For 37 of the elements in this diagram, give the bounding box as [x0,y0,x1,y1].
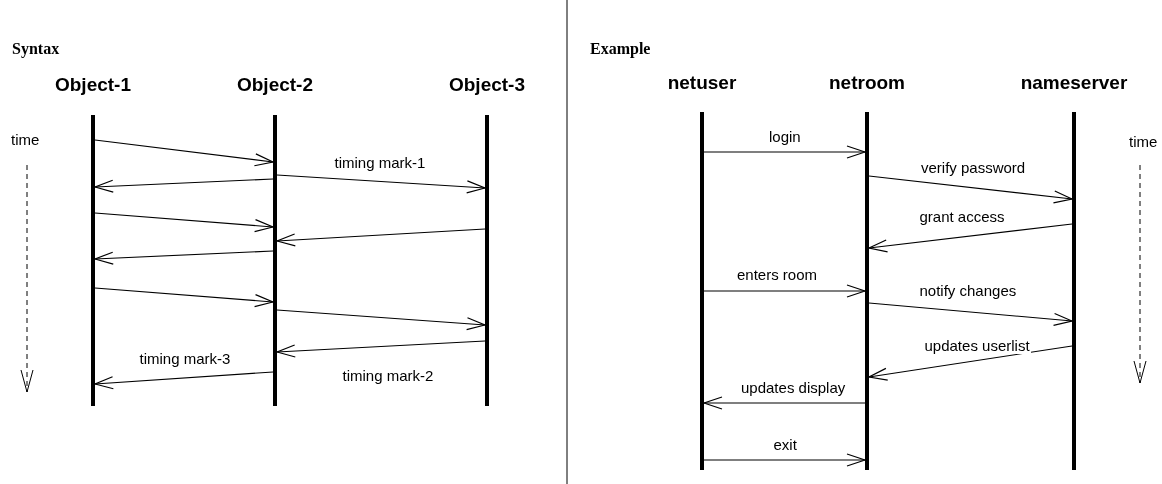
edge-label: exit [772,436,798,453]
panel-title: Example [590,40,651,58]
message-arrow [94,212,274,233]
edge-label: timing mark-3 [138,350,232,367]
message-arrow [94,139,274,167]
message-arrow [94,250,274,265]
edge-label: timing mark-2 [341,367,435,384]
message-arrow [276,309,486,331]
message-arrow [703,396,866,410]
message-arrow [868,223,1073,253]
message-arrow [94,287,274,308]
edge-label: login [768,128,802,145]
edge-label: verify password [920,159,1027,176]
message-arrow [276,340,486,358]
message-arrow [703,284,866,298]
edge-label: updates display [740,379,847,396]
lifeline-header: netuser [666,72,738,94]
edge-label: updates userlist [923,337,1031,354]
message-arrow [703,145,866,159]
edge-label: notify changes [918,282,1018,299]
message-arrow [703,453,866,467]
lifeline-header: Object-3 [448,74,526,96]
time-label: time [1128,133,1159,150]
message-arrow [94,178,274,193]
message-arrow [868,345,1073,381]
lifeline-header: Object-2 [236,74,314,96]
panel-title: Syntax [12,40,60,58]
lifeline-header: netroom [828,72,906,94]
message-arrow [94,371,274,390]
message-arrow [868,302,1073,326]
edge-label: timing mark-1 [333,154,427,171]
message-arrow [276,228,486,247]
lifeline-header: nameserver [1019,72,1129,94]
message-arrow [276,174,486,194]
message-arrow [868,175,1073,204]
lifeline-header: Object-1 [54,74,132,96]
time-label: time [10,131,41,148]
